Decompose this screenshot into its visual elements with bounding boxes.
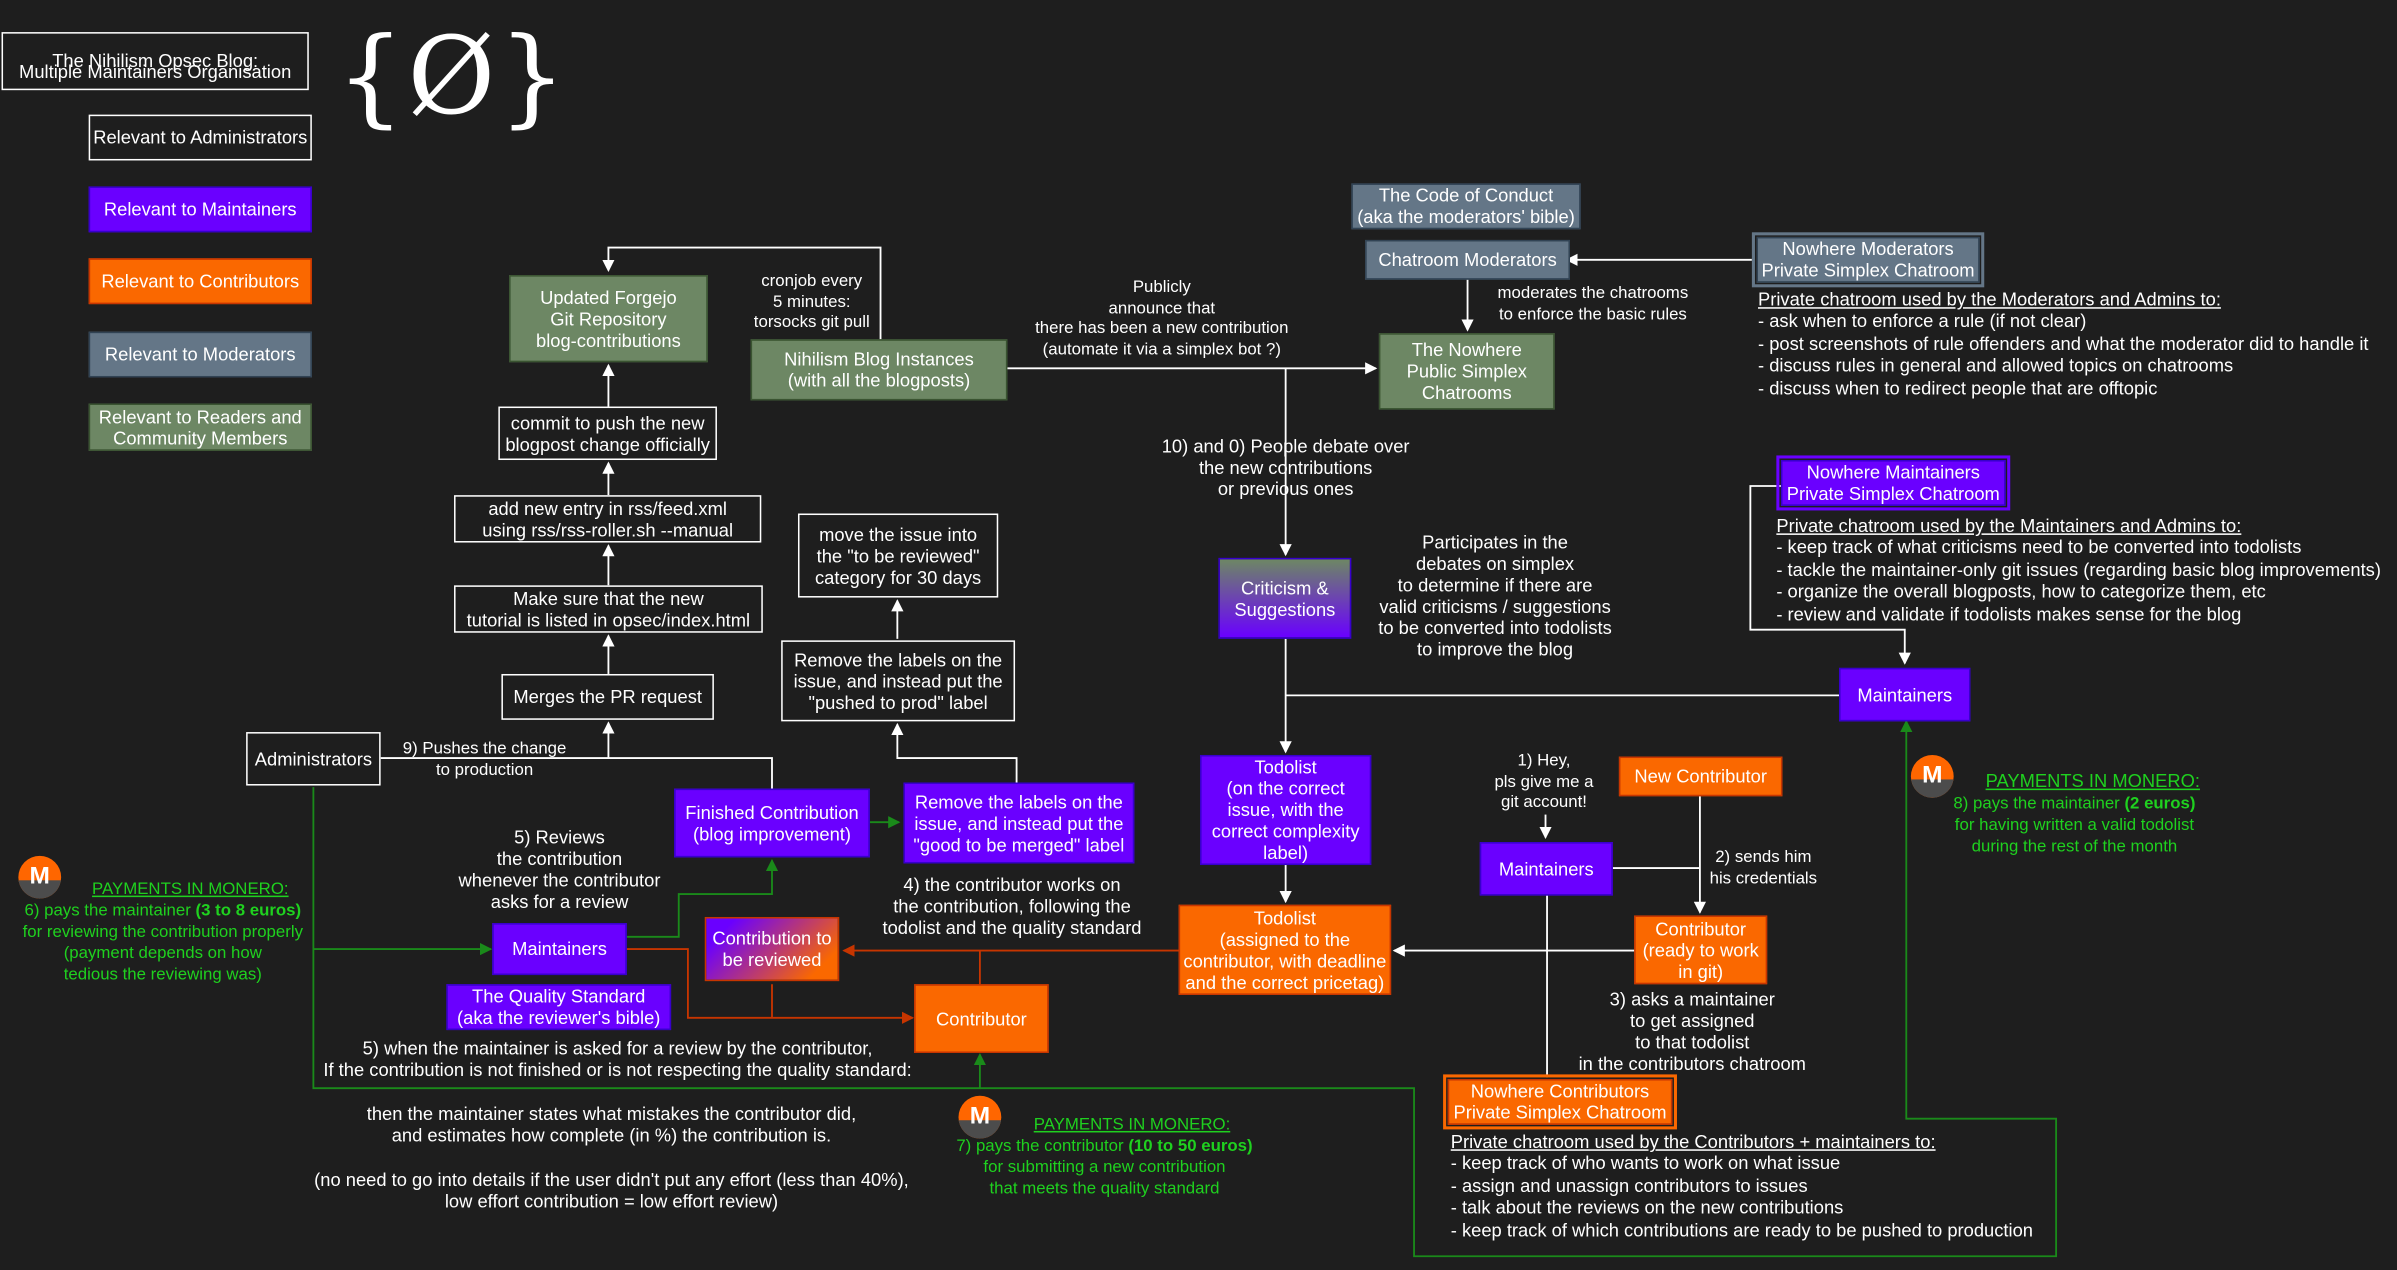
contributors-chatroom-description: Private chatroom used by the Contributor… (1451, 1131, 2033, 1241)
title-line-1: The Nihilism Opsec Blog: (52, 50, 259, 72)
review-note-action: then the maintainer states what mistakes… (366, 1103, 857, 1147)
payment-7-pre: 7) pays the contributor (956, 1137, 1129, 1156)
asks-label: 3) asks a maintainer to get assigned to … (1578, 988, 1806, 1075)
edge-maintainers-to-contributor (626, 948, 915, 1024)
cronjob-label: cronjob every 5 minutes: torsocks git pu… (753, 272, 870, 332)
legend-moderators: Relevant to Moderators (88, 331, 312, 378)
legend-administrators: Relevant to Administrators (88, 114, 312, 161)
payment-8: PAYMENTS IN MONERO: 8) pays the maintain… (1929, 770, 2219, 857)
code-of-conduct: The Code of Conduct (aka the moderators'… (1351, 183, 1581, 230)
diagram-subtitle: Multiple Maintainers Organisation (19, 61, 292, 83)
nowhere-maintainers-chatroom: Nowhere Maintainers Private Simplex Chat… (1776, 455, 2011, 511)
edge-instances-to-forgejo (602, 246, 882, 340)
list-item: - keep track of what criticisms need to … (1776, 537, 2302, 559)
commit-step: commit to push the new blogpost change o… (498, 406, 717, 461)
payment-6-heading: PAYMENTS IN MONERO: (92, 880, 289, 899)
legend-readers: Relevant to Readers and Community Member… (88, 403, 312, 451)
todolist-unassigned: Todolist (on the correct issue, with the… (1200, 754, 1372, 866)
contributors-chatroom-heading: Private chatroom used by the Contributor… (1450, 1130, 1936, 1153)
payment-7-amount: (10 to 50 euros) (1128, 1137, 1253, 1156)
new-contributor: New Contributor (1618, 756, 1783, 797)
maintainers-chatroom-description: Private chatroom used by the Maintainers… (1776, 515, 2381, 625)
list-item: - keep track of which contributions are … (1450, 1219, 2034, 1241)
participates-label: Participates in the debates on simplex t… (1378, 531, 1612, 661)
list-item: - assign and unassign contributors to is… (1450, 1174, 1808, 1197)
index-step: Make sure that the new tutorial is liste… (454, 585, 763, 633)
debate-label: 10) and 0) People debate over the new co… (1161, 435, 1410, 500)
nowhere-public-chatrooms: The Nowhere Public Simplex Chatrooms (1378, 333, 1555, 410)
contributor-ready: Contributor (ready to work in git) (1634, 915, 1768, 985)
works-label: 4) the contributor works on the contribu… (882, 874, 1142, 939)
list-item: - tackle the maintainer-only git issues … (1776, 559, 2381, 581)
contribution-to-be-reviewed: Contribution to be reviewed (704, 916, 840, 982)
maintainers-left: Maintainers (492, 923, 627, 976)
list-item: - keep track of who wants to work on wha… (1450, 1152, 1841, 1175)
payment-8-pre: 8) pays the maintainer (1953, 794, 2125, 814)
forgejo-repository: Updated Forgejo Git Repository blog-cont… (509, 275, 708, 363)
payment-6: PAYMENTS IN MONERO: 6) pays the maintain… (6, 879, 319, 986)
maintainers-chatroom-heading: Private chatroom used by the Maintainers… (1776, 515, 2242, 537)
list-item: - discuss when to redirect people that a… (1758, 376, 2158, 399)
moderates-label: moderates the chatrooms to enforce the b… (1497, 284, 1689, 324)
payment-6-rest: for reviewing the contribution properly … (22, 923, 304, 985)
list-item: - review and validate if todolists makes… (1776, 603, 2242, 625)
payment-7-heading: PAYMENTS IN MONERO: (1033, 1115, 1231, 1134)
monero-icon: M (18, 855, 62, 899)
review-note-condition: 5) when the maintainer is asked for a re… (323, 1037, 912, 1081)
sends-credentials-label: 2) sends him his credentials (1709, 848, 1818, 888)
diagram-title: The Nihilism Opsec Blog: (1, 32, 309, 91)
criticism-suggestions: Criticism & Suggestions (1218, 557, 1352, 639)
list-item: - post screenshots of rule offenders and… (1758, 332, 2369, 355)
moderators-chatroom-description: Private chatroom used by the Moderators … (1758, 289, 2369, 399)
payment-7: PAYMENTS IN MONERO: 7) pays the contribu… (948, 1114, 1261, 1200)
maintainers-right: Maintainers (1839, 667, 1971, 722)
quality-standard: The Quality Standard (aka the reviewer's… (446, 984, 672, 1031)
edge-admin-pay-maintainers-right (979, 719, 2058, 1258)
maintainers-mid: Maintainers (1479, 842, 1613, 896)
pushed-to-prod-label-step: Remove the labels on the issue, and inst… (781, 640, 1016, 722)
edge-maintchat-to-maintainers (1749, 485, 1911, 665)
publicly-announce-label: Publicly announce that there has been a … (1035, 278, 1289, 359)
payment-8-heading: PAYMENTS IN MONERO: (1985, 770, 2200, 792)
reviews-label: 5) Reviews the contribution whenever the… (458, 826, 661, 913)
edge-maintainers-to-finished (626, 858, 779, 938)
blog-instances: Nihilism Blog Instances (with all the bl… (750, 339, 1008, 401)
administrators-node: Administrators (246, 732, 381, 786)
payment-7-rest: for submitting a new contribution that m… (983, 1158, 1226, 1199)
nowhere-contributors-chatroom: Nowhere Contributors Private Simplex Cha… (1443, 1074, 1677, 1130)
todolist-assigned: Todolist (assigned to the contributor, w… (1178, 904, 1392, 995)
payment-8-amount: (2 euros) (2124, 794, 2196, 814)
edge-good-to-pushed (891, 722, 1018, 783)
payment-6-amount: (3 to 8 euros) (195, 901, 302, 921)
monero-icon: M (1910, 754, 1954, 798)
move-issue-step: move the issue into the "to be reviewed"… (797, 513, 999, 598)
merge-pr-step: Merges the PR request (501, 673, 714, 720)
legend-contributors: Relevant to Contributors (88, 258, 312, 305)
good-to-be-merged-label-step: Remove the labels on the issue, and inst… (903, 782, 1135, 864)
payment-6-pre: 6) pays the maintainer (24, 901, 196, 921)
edge-admin-pay-contributor (312, 949, 987, 1090)
list-item: - discuss rules in general and allowed t… (1758, 354, 2234, 377)
rss-step: add new entry in rss/feed.xml using rss/… (454, 495, 762, 543)
moderators-chatroom-heading: Private chatroom used by the Moderators … (1758, 288, 2221, 311)
contributor-node: Contributor (914, 984, 1049, 1053)
finished-contribution: Finished Contribution (blog improvement) (674, 788, 870, 858)
legend-maintainers: Relevant to Maintainers (88, 186, 312, 233)
nihilism-logo: {Ø} (336, 13, 570, 140)
monero-icon: M (958, 1095, 1002, 1139)
chatroom-moderators: Chatroom Moderators (1365, 239, 1570, 280)
review-note-low-effort: (no need to go into details if the user … (314, 1169, 909, 1212)
payment-8-rest: for having written a valid todolist duri… (1954, 816, 2195, 856)
list-item: - ask when to enforce a rule (if not cle… (1758, 310, 2087, 333)
list-item: - talk about the reviews on the new cont… (1450, 1196, 1844, 1219)
hey-label: 1) Hey, pls give me a git account! (1494, 751, 1594, 812)
edge-finished-to-merge (608, 757, 773, 789)
list-item: - organize the overall blogposts, how to… (1776, 581, 2266, 603)
nowhere-moderators-chatroom: Nowhere Moderators Private Simplex Chatr… (1751, 232, 1985, 288)
pushes-label: 9) Pushes the change to production (402, 739, 567, 779)
